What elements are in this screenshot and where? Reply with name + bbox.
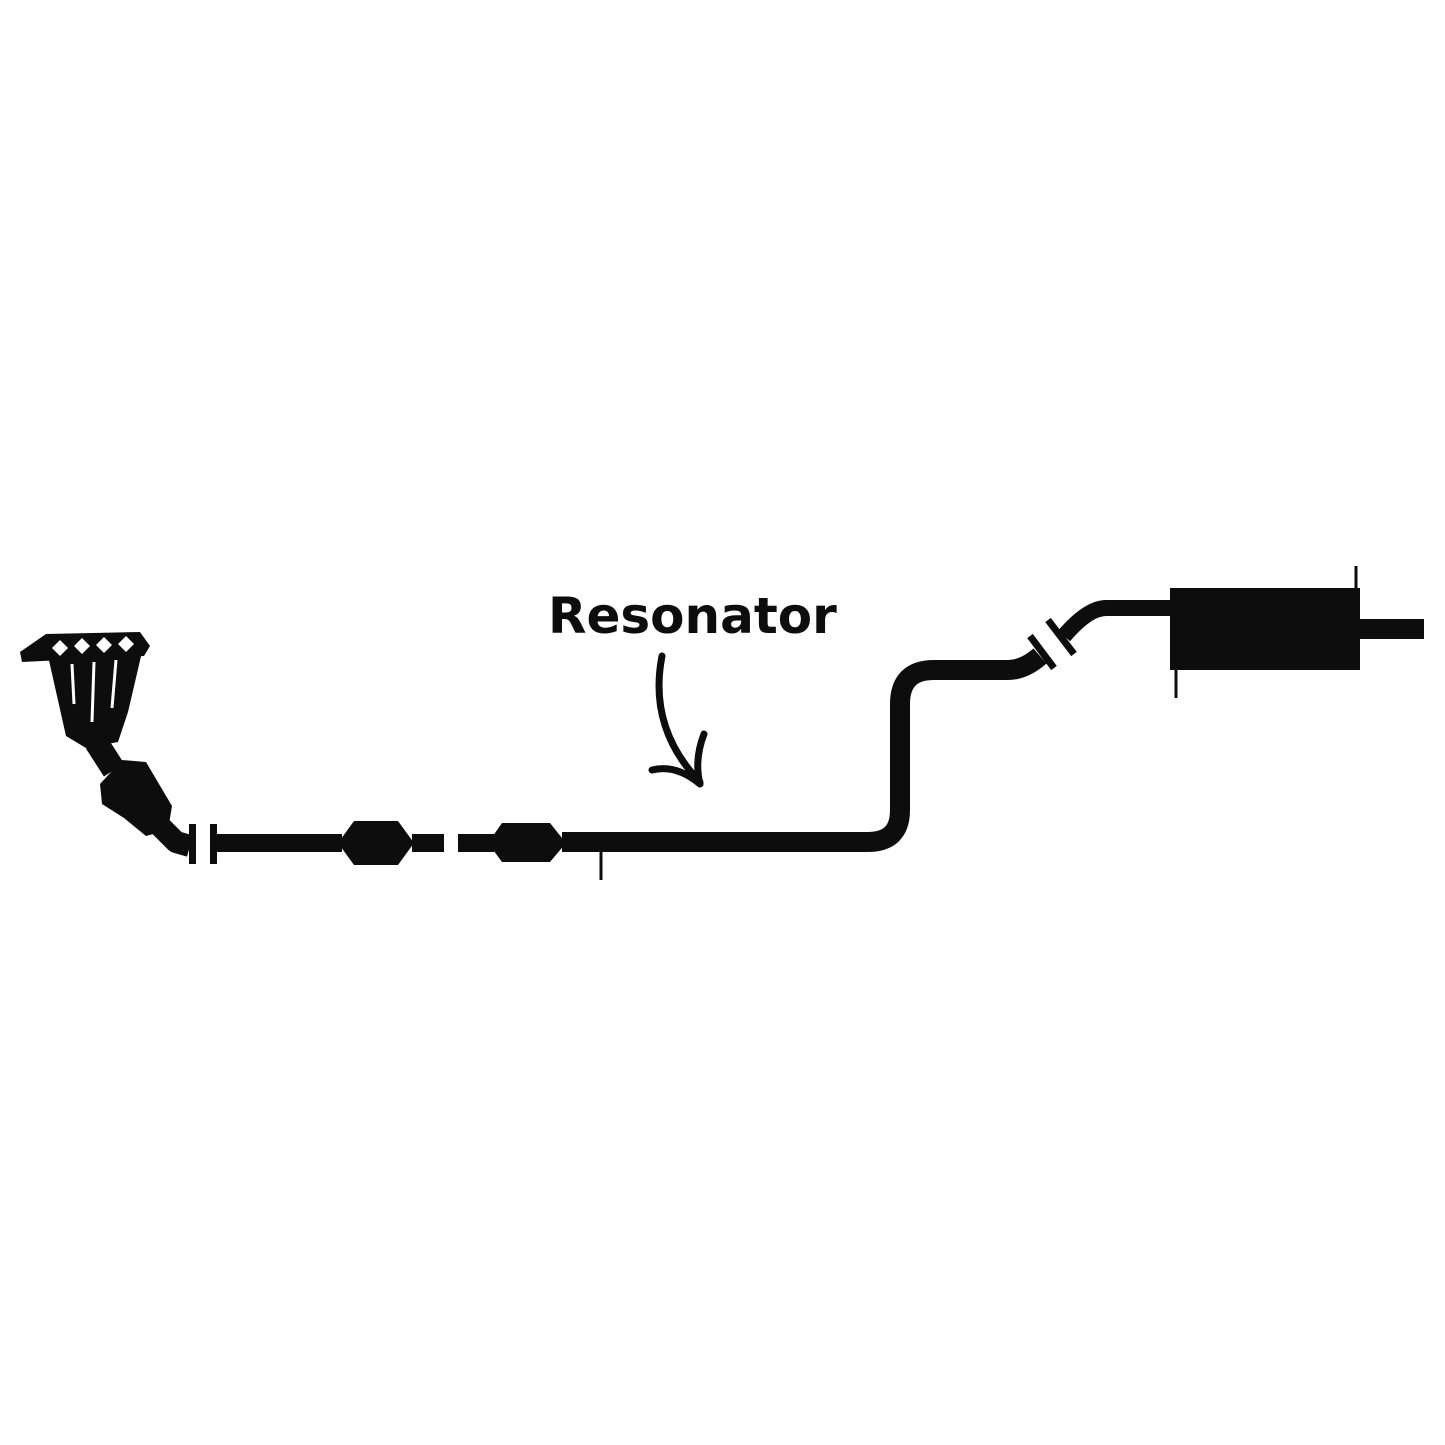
- front-elbow-pipe: [152, 818, 194, 857]
- front-flange: [189, 824, 217, 864]
- callout-arrow: [655, 652, 704, 786]
- downpipe: [85, 735, 125, 777]
- pre-catalytic-converter: [100, 760, 172, 836]
- callout-arrowhead: [648, 730, 708, 788]
- intermediate-pipe: [562, 648, 1047, 852]
- manifold-runner-gaps: [70, 659, 118, 723]
- exhaust-manifold: [20, 632, 150, 748]
- resonator-callout: Resonator: [548, 587, 837, 788]
- resonator-label: Resonator: [548, 587, 837, 645]
- rear-pipe: [1057, 600, 1174, 642]
- manifold-ports: [52, 636, 134, 656]
- resonator: [488, 823, 566, 862]
- catalytic-converter: [338, 821, 414, 865]
- muffler: [1170, 588, 1360, 670]
- rear-flange: [1027, 617, 1077, 671]
